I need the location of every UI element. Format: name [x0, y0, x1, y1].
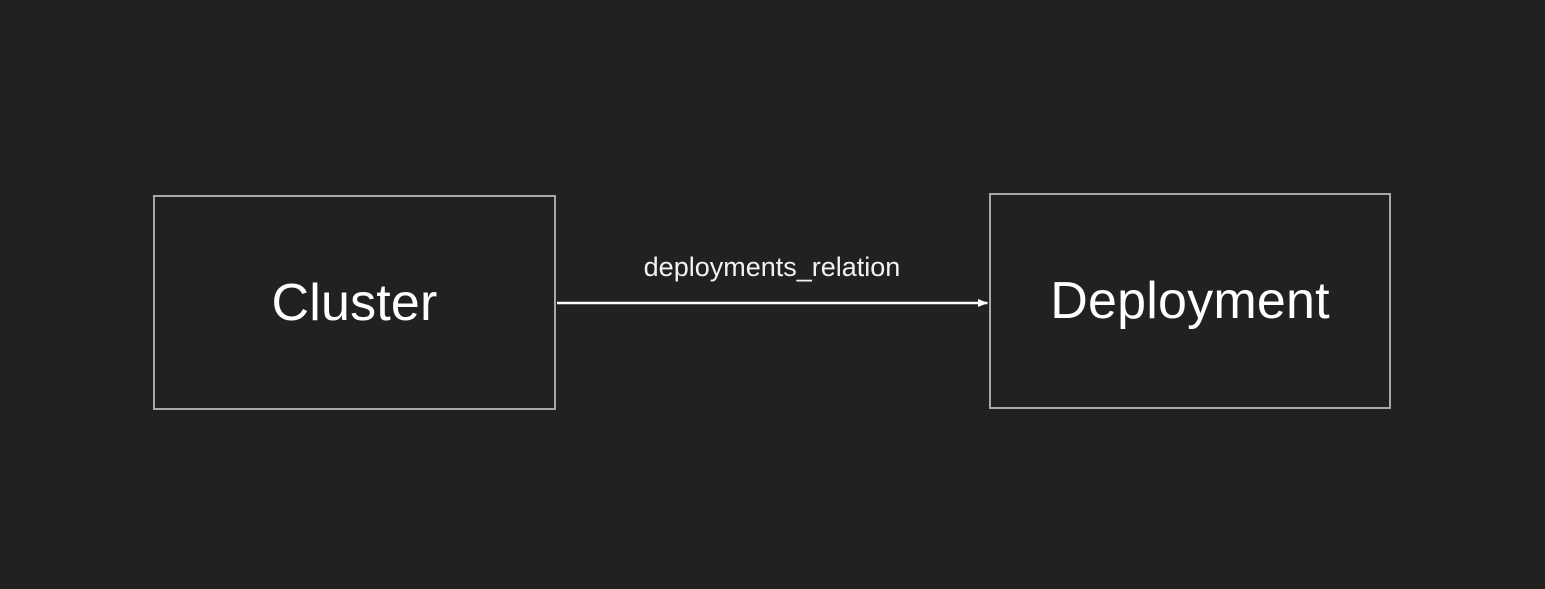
- node-cluster[interactable]: Cluster: [153, 195, 556, 410]
- edge-label-deployments-relation: deployments_relation: [643, 252, 901, 282]
- node-cluster-label: Cluster: [271, 273, 438, 332]
- node-deployment-label: Deployment: [1050, 272, 1330, 330]
- node-deployment[interactable]: Deployment: [989, 193, 1391, 409]
